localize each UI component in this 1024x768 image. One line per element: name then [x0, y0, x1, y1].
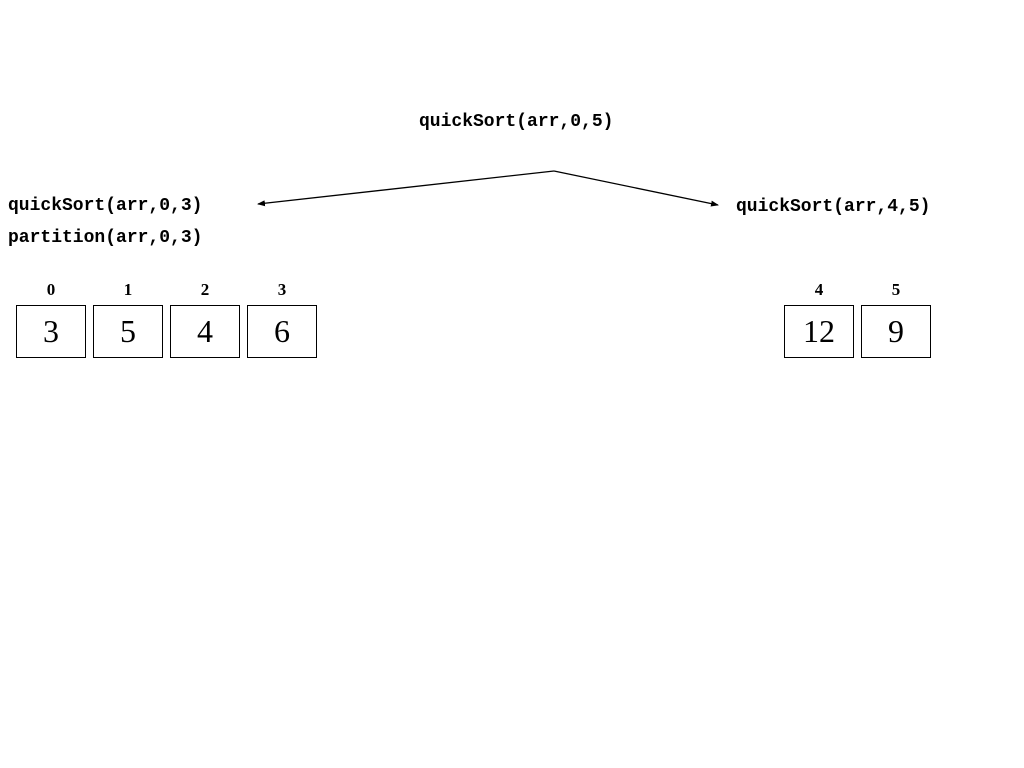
array-cell: 0 3 [16, 279, 86, 358]
array-cell: 5 9 [861, 279, 931, 358]
arrow-to-right-call [553, 170, 719, 207]
arrow-to-left-call [257, 170, 555, 207]
array-cell: 1 5 [93, 279, 163, 358]
cell-index: 0 [46, 280, 56, 299]
right-subarray: 4 12 5 9 [784, 279, 931, 358]
cell-index: 4 [814, 280, 824, 299]
array-cell: 2 4 [170, 279, 240, 358]
cell-index: 5 [891, 280, 901, 299]
cell-value: 4 [170, 305, 240, 358]
left-call-label: quickSort(arr,0,3) [8, 196, 203, 216]
cell-value: 5 [93, 305, 163, 358]
cell-index: 3 [277, 280, 287, 299]
cell-value: 6 [247, 305, 317, 358]
left-subarray: 0 3 1 5 2 4 3 6 [16, 279, 317, 358]
array-cell: 3 6 [247, 279, 317, 358]
left-partition-label: partition(arr,0,3) [8, 228, 203, 248]
cell-value: 3 [16, 305, 86, 358]
cell-index: 2 [200, 280, 210, 299]
cell-index: 1 [123, 280, 133, 299]
right-call-label: quickSort(arr,4,5) [736, 197, 931, 217]
cell-value: 12 [784, 305, 854, 358]
cell-value: 9 [861, 305, 931, 358]
array-cell: 4 12 [784, 279, 854, 358]
root-call-label: quickSort(arr,0,5) [419, 112, 614, 132]
